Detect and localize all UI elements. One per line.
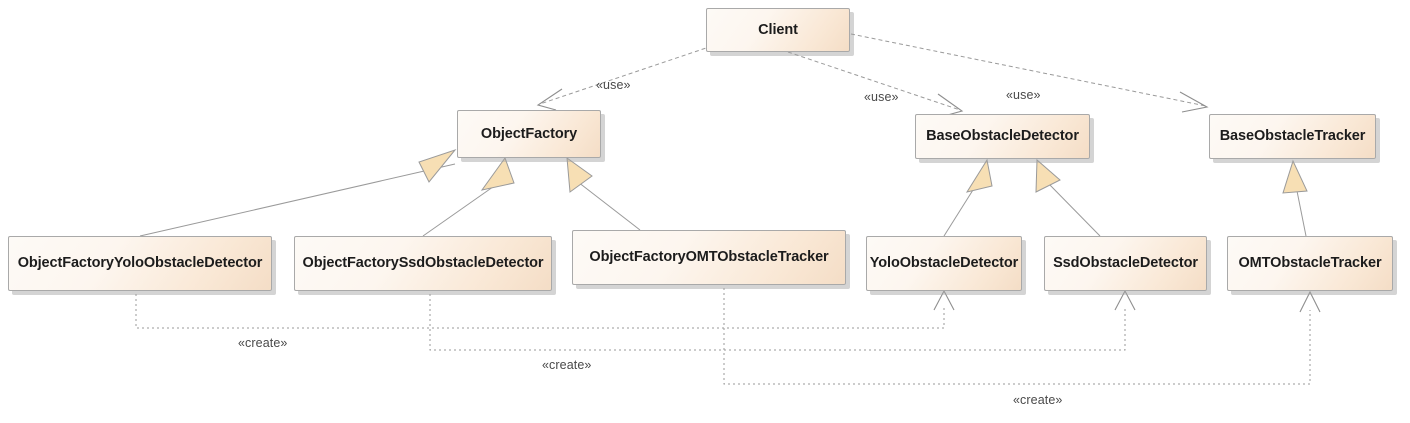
class-box-baseobstacledetector[interactable]: BaseObstacleDetector xyxy=(915,114,1090,159)
class-name-objectfactoryomtobstacletracker: ObjectFactoryOMTObstacleTracker xyxy=(589,249,829,266)
class-box-baseobstacletracker[interactable]: BaseObstacleTracker xyxy=(1209,114,1376,159)
class-box-objectfactory[interactable]: ObjectFactory xyxy=(457,110,601,158)
class-name-omtobstacletracker: OMTObstacleTracker xyxy=(1238,255,1382,272)
inheritance-omttracker-to-basetracker xyxy=(1282,159,1308,237)
class-name-baseobstacledetector: BaseObstacleDetector xyxy=(926,128,1079,145)
edge-label-create-ofssd-ssddetector: «create» xyxy=(542,358,592,372)
dependency-create-ofomt-to-omttracker xyxy=(723,288,1321,385)
inheritance-ofssd-to-objectfactory xyxy=(422,156,515,237)
class-box-client[interactable]: Client xyxy=(706,8,850,52)
dependency-client-to-objectfactory xyxy=(536,45,713,111)
class-box-yoloobstacledetector[interactable]: YoloObstacleDetector xyxy=(866,236,1022,291)
class-name-yoloobstacledetector: YoloObstacleDetector xyxy=(869,255,1019,272)
inheritance-ofyolo-to-objectfactory xyxy=(139,148,457,237)
class-name-ssdobstacledetector: SsdObstacleDetector xyxy=(1053,255,1198,272)
dependency-create-ofssd-to-ssddetector xyxy=(429,289,1136,351)
dependency-client-to-baseobstacledetector xyxy=(787,51,964,117)
class-name-objectfactoryyoloobstacledetector: ObjectFactoryYoloObstacleDetector xyxy=(17,255,263,272)
class-name-objectfactory: ObjectFactory xyxy=(480,125,578,142)
class-name-objectfactoryssdobstacledetector: ObjectFactorySsdObstacleDetector xyxy=(302,255,544,272)
edge-label-use-client-baseobstacledetector: «use» xyxy=(864,90,899,104)
edge-label-use-client-objectfactory: «use» xyxy=(596,78,631,92)
inheritance-yolodetector-to-basedetector xyxy=(943,158,993,237)
dependency-create-ofyolo-to-yolodetector xyxy=(135,289,955,329)
class-box-objectfactoryomtobstacletracker[interactable]: ObjectFactoryOMTObstacleTracker xyxy=(572,230,846,285)
edge-label-use-client-baseobstacletracker: «use» xyxy=(1006,88,1041,102)
class-name-client: Client xyxy=(758,21,798,38)
class-box-omtobstacletracker[interactable]: OMTObstacleTracker xyxy=(1227,236,1393,291)
class-box-objectfactoryssdobstacledetector[interactable]: ObjectFactorySsdObstacleDetector xyxy=(294,236,552,291)
class-box-objectfactoryyoloobstacledetector[interactable]: ObjectFactoryYoloObstacleDetector xyxy=(8,236,272,291)
inheritance-ssddetector-to-basedetector xyxy=(1035,158,1101,237)
class-name-baseobstacletracker: BaseObstacleTracker xyxy=(1219,128,1366,145)
dependency-client-to-baseobstacletracker xyxy=(850,33,1209,113)
class-box-ssdobstacledetector[interactable]: SsdObstacleDetector xyxy=(1044,236,1207,291)
inheritance-ofomt-to-objectfactory xyxy=(566,156,641,231)
edge-label-create-ofomt-omttracker: «create» xyxy=(1013,393,1063,407)
edge-label-create-ofyolo-yolodetector: «create» xyxy=(238,336,288,350)
